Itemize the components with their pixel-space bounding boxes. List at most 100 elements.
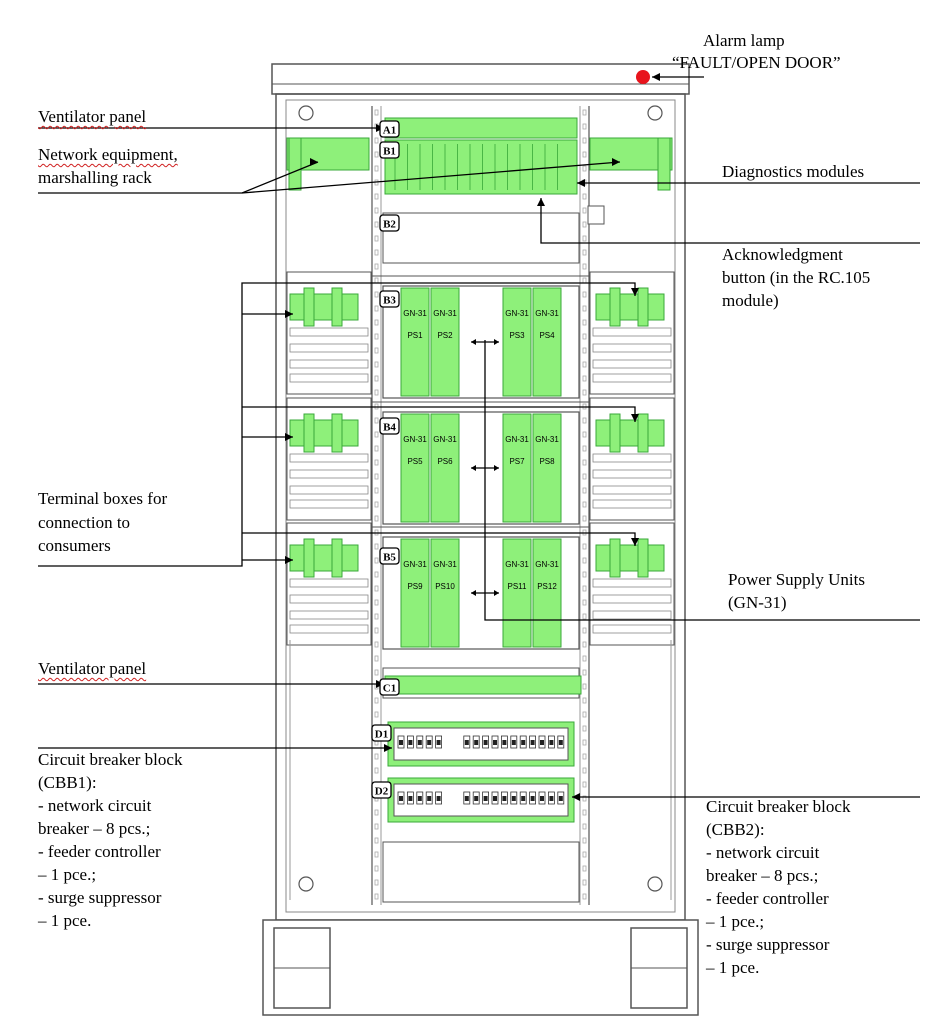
terminal-strip bbox=[289, 610, 369, 620]
cbb2-line: Circuit breaker block bbox=[706, 797, 851, 816]
mount-hole bbox=[647, 105, 663, 121]
rail-hole bbox=[582, 319, 587, 326]
terminal-strip bbox=[592, 594, 672, 604]
terminal-box-clip bbox=[609, 287, 621, 327]
terminal-strip bbox=[289, 327, 369, 337]
rail-hole bbox=[582, 599, 587, 606]
rail-hole bbox=[582, 347, 587, 354]
rail-hole bbox=[582, 193, 587, 200]
rail-hole bbox=[582, 333, 587, 340]
plinth bbox=[262, 919, 699, 1016]
rail-hole bbox=[374, 599, 379, 606]
rail-hole bbox=[582, 627, 587, 634]
module-tag-box bbox=[379, 290, 400, 308]
rail-hole bbox=[374, 557, 379, 564]
terminal-strip bbox=[289, 499, 369, 509]
rail-hole bbox=[582, 137, 587, 144]
module-tag-box bbox=[371, 724, 392, 742]
acknowledgment-label-1: Acknowledgment bbox=[722, 245, 843, 264]
rail-hole bbox=[374, 263, 379, 270]
cbb1-line: – 1 pce. bbox=[38, 911, 92, 930]
rail-hole bbox=[582, 305, 587, 312]
acknowledgment-arrowhead bbox=[537, 198, 545, 206]
breaker-toggle bbox=[427, 740, 432, 745]
rail-hole bbox=[582, 753, 587, 760]
arrowhead-right bbox=[494, 465, 499, 471]
terminal-strip bbox=[592, 624, 672, 634]
terminal-arrowhead bbox=[631, 414, 639, 422]
terminal-box bbox=[289, 419, 359, 447]
psu-unit bbox=[400, 538, 430, 648]
rail-hole bbox=[582, 613, 587, 620]
psu-model-text: GN-31 bbox=[403, 435, 427, 444]
terminal-strip bbox=[592, 499, 672, 509]
terminal-strip bbox=[289, 469, 369, 479]
cbb2-line: (CBB2): bbox=[706, 820, 765, 839]
rail-hole bbox=[582, 781, 587, 788]
module-tag-d1: D1 bbox=[375, 729, 388, 741]
alarm-lamp bbox=[636, 70, 650, 84]
breaker-toggle bbox=[474, 796, 479, 801]
breaker-toggle bbox=[408, 740, 413, 745]
power-supply-units-text: Power Supply Units bbox=[728, 570, 865, 589]
terminal-strip bbox=[289, 594, 369, 604]
module-tag-b2: B2 bbox=[383, 219, 396, 231]
network-rack-left-bracket bbox=[288, 137, 302, 191]
rail-hole bbox=[582, 487, 587, 494]
rail-hole bbox=[374, 291, 379, 298]
marshalling-rack-label: marshalling rack bbox=[38, 168, 152, 187]
mount-hole bbox=[298, 105, 314, 121]
rail-hole bbox=[374, 823, 379, 830]
rail-hole bbox=[582, 123, 587, 130]
cbb1-line: - feeder controller bbox=[38, 842, 161, 861]
rail-hole bbox=[374, 641, 379, 648]
breaker-toggle bbox=[399, 796, 403, 801]
terminal-strip bbox=[289, 343, 369, 353]
rail-hole bbox=[582, 697, 587, 704]
terminal-strip bbox=[592, 373, 672, 383]
terminal-strip bbox=[289, 359, 369, 369]
rail-hole bbox=[582, 557, 587, 564]
rail-hole bbox=[582, 795, 587, 802]
rail-hole bbox=[374, 515, 379, 522]
psu-unit-text: PS8 bbox=[539, 457, 555, 466]
psu-unit bbox=[502, 538, 532, 648]
terminal-box bbox=[289, 293, 359, 321]
rail-hole bbox=[582, 851, 587, 858]
psu-model-text: GN-31 bbox=[433, 560, 457, 569]
acknowledgment-label-3: module) bbox=[722, 291, 779, 310]
side-compartment-right bbox=[589, 522, 675, 646]
arrowhead-left bbox=[471, 590, 476, 596]
breaker-toggle bbox=[436, 740, 441, 745]
psu-unit-text: PS4 bbox=[539, 331, 555, 340]
breaker-toggle bbox=[530, 740, 535, 745]
breaker-toggle bbox=[417, 740, 422, 745]
terminal-strip bbox=[592, 343, 672, 353]
terminal-box-clip bbox=[637, 413, 649, 453]
terminal-box-clip bbox=[331, 538, 343, 578]
breaker-toggle bbox=[511, 796, 516, 801]
terminal-boxes-label-3: consumers bbox=[38, 536, 111, 555]
rail-hole bbox=[582, 725, 587, 732]
ventilator-panel-top-label: Ventilator panel bbox=[38, 107, 147, 126]
terminal-arrowhead bbox=[631, 288, 639, 296]
psu-unit bbox=[532, 538, 562, 648]
terminal-arrowhead bbox=[285, 433, 293, 441]
rail-hole bbox=[582, 445, 587, 452]
breaker-toggle bbox=[549, 740, 554, 745]
module-tag-box bbox=[371, 781, 392, 799]
diagnostics-modules-label: Diagnostics modules bbox=[722, 162, 865, 181]
rail-hole bbox=[582, 109, 587, 116]
rail-hole bbox=[374, 319, 379, 326]
terminal-strip bbox=[592, 359, 672, 369]
rail-hole bbox=[374, 837, 379, 844]
rail-hole bbox=[582, 865, 587, 872]
psu-unit bbox=[532, 413, 562, 523]
module-tag-box bbox=[379, 141, 400, 159]
module-tag-b5: B5 bbox=[383, 552, 396, 564]
rail-hole bbox=[374, 627, 379, 634]
network-arrowhead-right bbox=[612, 158, 620, 166]
terminal-box-clip bbox=[609, 413, 621, 453]
psu-unit-text: PS3 bbox=[509, 331, 525, 340]
